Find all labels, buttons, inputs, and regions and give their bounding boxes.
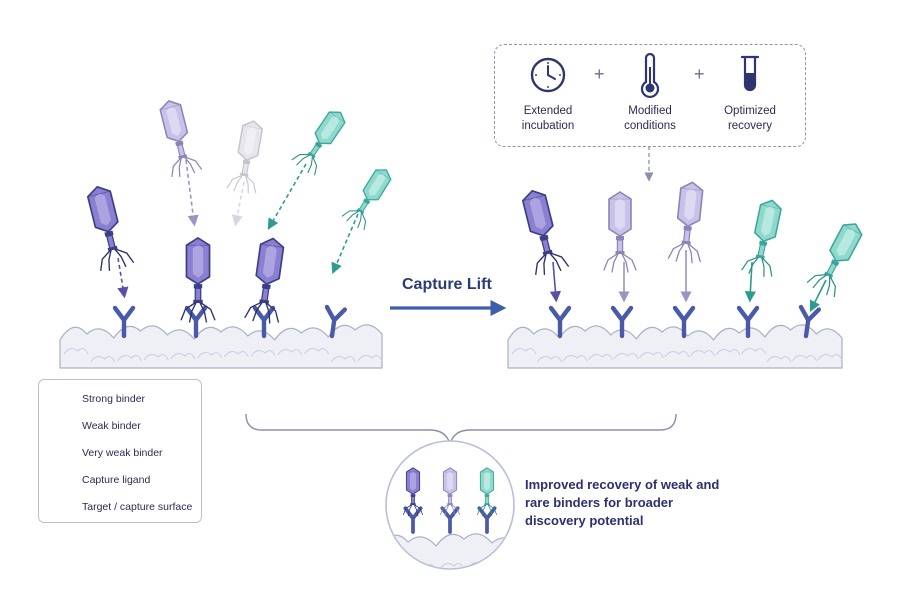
capture-ligand [736, 305, 760, 339]
strong-binder-phage-bound [244, 237, 285, 324]
conditions-panel [494, 44, 806, 147]
capture-ligand [403, 506, 423, 534]
weak-binder-phage [159, 100, 203, 178]
binding-arrow [231, 181, 245, 227]
legend-label-surface: Target / capture surface [82, 501, 193, 513]
very-weak-binder-phage [341, 169, 392, 231]
thermometer-icon [640, 52, 660, 99]
legend-label-strong: Strong binder [82, 393, 146, 405]
capture-ligand [672, 305, 696, 339]
weak-binder-phage-summary [440, 467, 460, 517]
plus-sign: + [594, 64, 605, 84]
weak-binder-phage [667, 181, 704, 264]
test-tube-icon [740, 55, 760, 92]
legend-label-weak: Weak binder [82, 420, 141, 432]
summary-surface [387, 533, 513, 568]
binding-arrow [267, 163, 307, 230]
capture-ligand [477, 506, 497, 534]
ghost-phage [226, 120, 264, 194]
summary-circle [385, 440, 515, 570]
weak-binder-phage [603, 191, 637, 273]
very-weak-binder-phage [806, 223, 863, 298]
binding-arrow [117, 257, 129, 299]
strong-binder-phage [86, 185, 135, 272]
binding-arrow [185, 159, 199, 227]
capture-lift-label: Capture Lift [402, 276, 492, 293]
summary-text: Improved recovery of weak and rare binde… [525, 477, 720, 528]
summary-bracket [245, 413, 677, 447]
capture-surface-left [59, 324, 383, 369]
binding-arrow [549, 261, 562, 303]
strong-binder-phage-summary [403, 467, 423, 517]
clock-icon [530, 57, 566, 93]
legend-panel [38, 379, 202, 523]
plus-sign: + [694, 64, 705, 84]
capture-ligand [548, 305, 572, 339]
capture-ligand [440, 506, 460, 534]
very-weak-binder-phage [291, 111, 346, 176]
legend-label-very-weak: Very weak binder [82, 447, 163, 459]
capture-ligand [324, 304, 348, 339]
strong-binder-phage-bound [180, 237, 216, 323]
binding-arrow [809, 279, 827, 313]
capture-ligand [610, 305, 634, 339]
strong-binder-phage [521, 189, 570, 276]
very-weak-binder-phage [741, 199, 782, 277]
binding-arrow [331, 213, 359, 275]
very-weak-binder-phage-summary [477, 467, 497, 517]
legend-label-ligand: Capture ligand [82, 474, 151, 486]
capture-ligand [112, 305, 136, 339]
capture-ligand [798, 304, 822, 339]
